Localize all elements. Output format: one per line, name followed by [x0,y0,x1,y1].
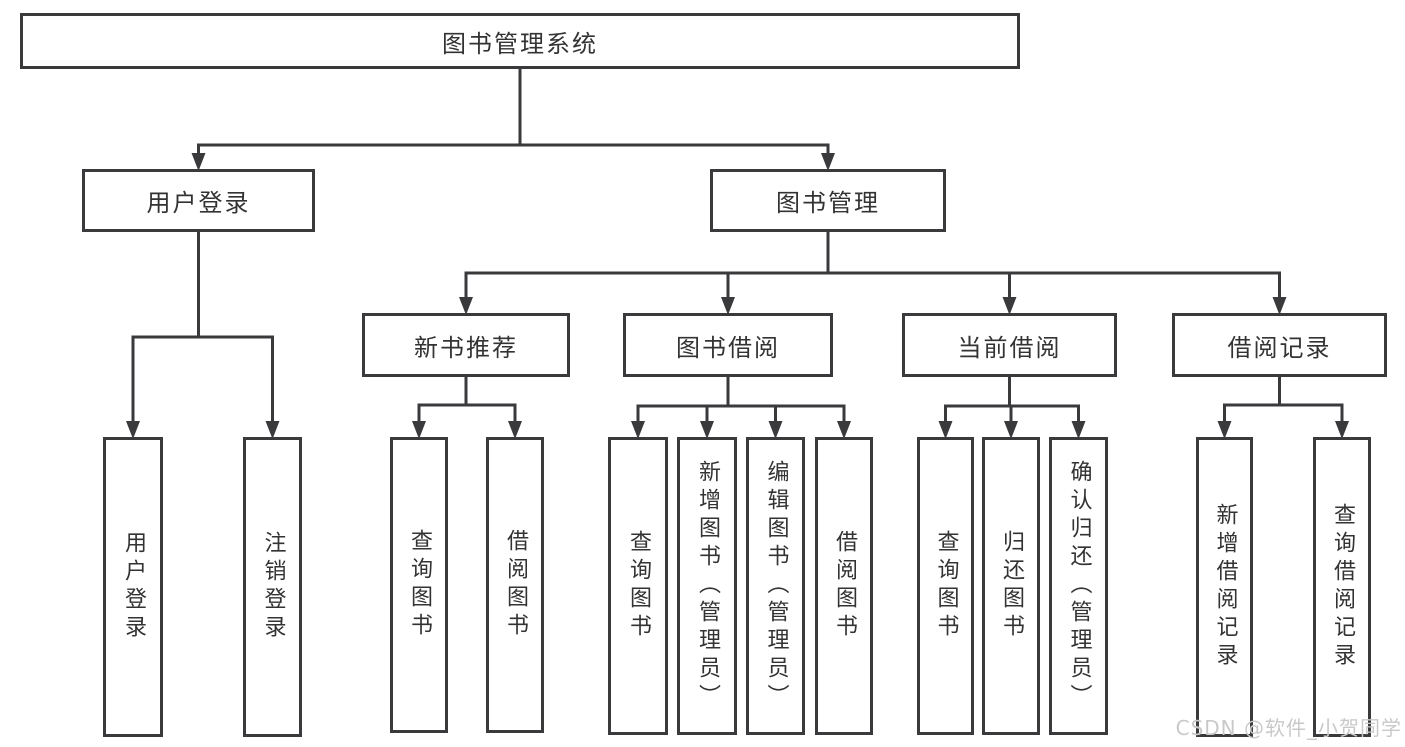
node-label: 借阅记录 [1227,333,1332,362]
node-label: 用户登录 [121,531,146,643]
node-confirm-return: 确认归还（管理员） [1049,437,1108,735]
watermark: CSDN @软件_小贺同学 [1175,716,1402,740]
node-add-borrow-rec: 新增借阅记录 [1196,437,1253,737]
node-book-mgmt: 图书管理 [710,169,946,232]
node-label: 图书管理系统 [442,29,598,58]
node-label: 查询借阅记录 [1330,503,1355,671]
node-label: 借阅图书 [503,529,528,641]
node-query-book-1: 查询图书 [390,437,448,733]
node-label: 编辑图书（管理员） [763,460,789,712]
node-current-borrow: 当前借阅 [902,313,1117,377]
node-label: 新增借阅记录 [1212,503,1238,671]
node-label: 用户登录 [146,189,251,217]
node-borrow-record: 借阅记录 [1172,313,1387,377]
node-return-book: 归还图书 [982,437,1040,735]
node-query-book-3: 查询图书 [917,437,974,735]
node-user-login: 用户登录 [82,169,315,232]
node-label: 归还图书 [999,530,1024,642]
node-new-book-rec: 新书推荐 [362,313,570,377]
node-label: 当前借阅 [957,333,1062,362]
node-add-book: 新增图书（管理员） [677,437,737,735]
node-root: 图书管理系统 [20,13,1020,69]
node-label: 查询图书 [407,529,432,641]
node-label: 借阅图书 [832,530,857,642]
node-label: 新增图书（管理员） [695,460,720,712]
node-query-borrow-rec: 查询借阅记录 [1313,437,1371,737]
node-borrow-book-1: 借阅图书 [486,437,544,733]
node-label: 图书借阅 [676,333,780,362]
node-logout-leaf: 注销登录 [243,437,302,737]
node-label: 查询图书 [933,530,959,642]
node-borrow-book-2: 借阅图书 [815,437,873,735]
node-label: 查询图书 [626,530,651,642]
node-label: 新书推荐 [414,333,518,362]
node-label: 注销登录 [260,531,286,643]
node-book-borrow: 图书借阅 [623,313,833,377]
node-label: 确认归还（管理员） [1066,460,1092,712]
node-label: 图书管理 [776,189,880,217]
node-query-book-2: 查询图书 [608,437,668,735]
node-edit-book: 编辑图书（管理员） [746,437,805,735]
node-login-leaf: 用户登录 [103,437,163,737]
